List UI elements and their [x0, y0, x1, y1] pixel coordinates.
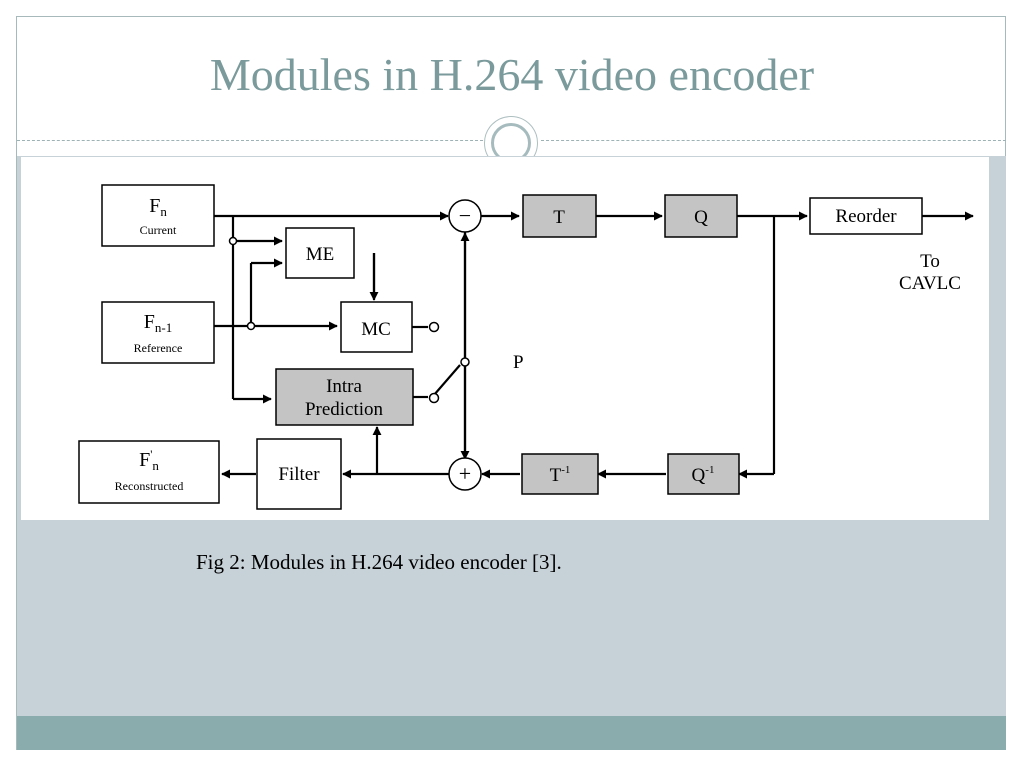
subtractor-sign: − [459, 203, 471, 228]
block-transform-label: T [553, 207, 565, 228]
junction-node-current [228, 236, 238, 246]
block-inverse-transform-label: T-1 [550, 464, 571, 486]
block-reorder: Reorder [809, 197, 923, 235]
title-divider-right [541, 140, 1006, 141]
block-intra-label-line2: Prediction [305, 399, 384, 420]
block-inverse-quantizer-label: Q-1 [692, 464, 715, 486]
encoder-diagram-figure: Fn Current Fn-1 Reference F'n Reconstruc… [21, 157, 989, 520]
block-quantizer-label: Q [694, 207, 708, 228]
junction-node-reference [246, 321, 256, 331]
encoder-diagram: Fn Current Fn-1 Reference F'n Reconstruc… [78, 184, 974, 510]
block-reorder-label: Reorder [835, 206, 897, 227]
adder-sign: + [459, 461, 471, 486]
block-reconstructed-symbol: F'n [139, 447, 159, 473]
block-intra-prediction: Intra Prediction [275, 368, 414, 426]
adder-node: + [448, 457, 482, 491]
title-divider-left [17, 140, 483, 141]
block-reference: Fn-1 Reference [101, 301, 215, 364]
block-me-label: ME [306, 244, 335, 265]
label-prediction-p: P [513, 352, 524, 373]
block-mc: MC [340, 301, 413, 353]
switch-terminal-intra [428, 392, 440, 404]
label-to: To [920, 251, 940, 272]
block-current-label: Current [140, 223, 177, 237]
subtractor-node: − [448, 199, 482, 233]
switch-blade [433, 364, 461, 396]
figure-caption: Fig 2: Modules in H.264 video encoder [3… [196, 550, 562, 574]
block-reconstructed-label: Reconstructed [115, 479, 184, 493]
diagram-wires [214, 211, 974, 479]
block-reconstructed: F'n Reconstructed [78, 440, 220, 504]
block-me: ME [285, 227, 355, 279]
block-inverse-quantizer: Q-1 [667, 453, 740, 495]
slide-title: Modules in H.264 video encoder [209, 49, 815, 100]
footer-band [17, 716, 1006, 750]
block-mc-label: MC [361, 319, 391, 340]
block-filter-label: Filter [278, 464, 320, 485]
block-quantizer: Q [664, 194, 738, 238]
block-intra-label-line1: Intra [326, 376, 362, 397]
switch-pivot-node [460, 357, 470, 367]
switch-terminal-mc [428, 321, 440, 333]
block-filter: Filter [256, 438, 342, 510]
block-transform: T [522, 194, 597, 238]
block-reference-symbol: Fn-1 [144, 311, 172, 335]
block-current-symbol: Fn [149, 195, 167, 219]
block-reference-label: Reference [134, 341, 183, 355]
block-current: Fn Current [101, 184, 215, 247]
block-inverse-transform: T-1 [521, 453, 599, 495]
label-cavlc: CAVLC [899, 273, 961, 294]
